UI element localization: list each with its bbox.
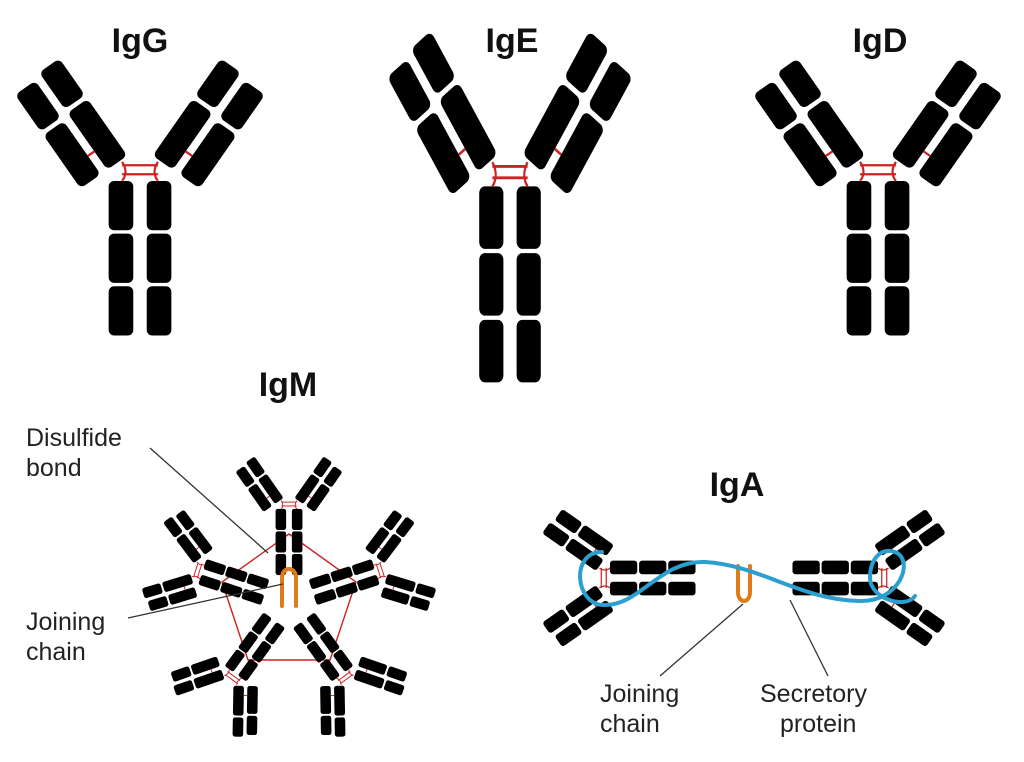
iga-monomer-left [541,506,697,650]
iga-joining-label-line1: Joining [600,680,679,708]
disulfide-label-line2: bond [26,454,82,482]
igd-molecule [749,57,1007,337]
igm-title: IgM [259,366,318,404]
igd-title: IgD [853,22,908,60]
secretory-leader-line [789,599,829,677]
ige-title: IgE [486,22,539,60]
iga-secretory-protein [578,548,917,608]
ige-molecule [383,29,637,384]
iga-joining-label-line2: chain [600,710,660,738]
igm-joining-label-line1: Joining [26,608,105,636]
igm-molecule [134,455,444,749]
iga-joining-chain [736,564,752,603]
igg-molecule [11,57,269,337]
disulfide-leader-line [149,447,269,554]
secretory-label-line2: protein [780,710,856,738]
igg-title: IgG [112,22,169,60]
iga-molecule [541,506,947,650]
igm-monomer [233,455,345,576]
igm-monomer [159,587,320,749]
iga-title: IgA [710,466,765,504]
iga-joining-leader-line [659,603,744,677]
disulfide-label-line1: Disulfide [26,424,122,452]
igm-monomer [258,587,419,749]
igm-joining-chain [280,567,298,608]
igm-joining-leader-line [127,583,284,619]
igm-joining-label-line2: chain [26,638,86,666]
secretory-label-line1: Secretory [760,680,867,708]
